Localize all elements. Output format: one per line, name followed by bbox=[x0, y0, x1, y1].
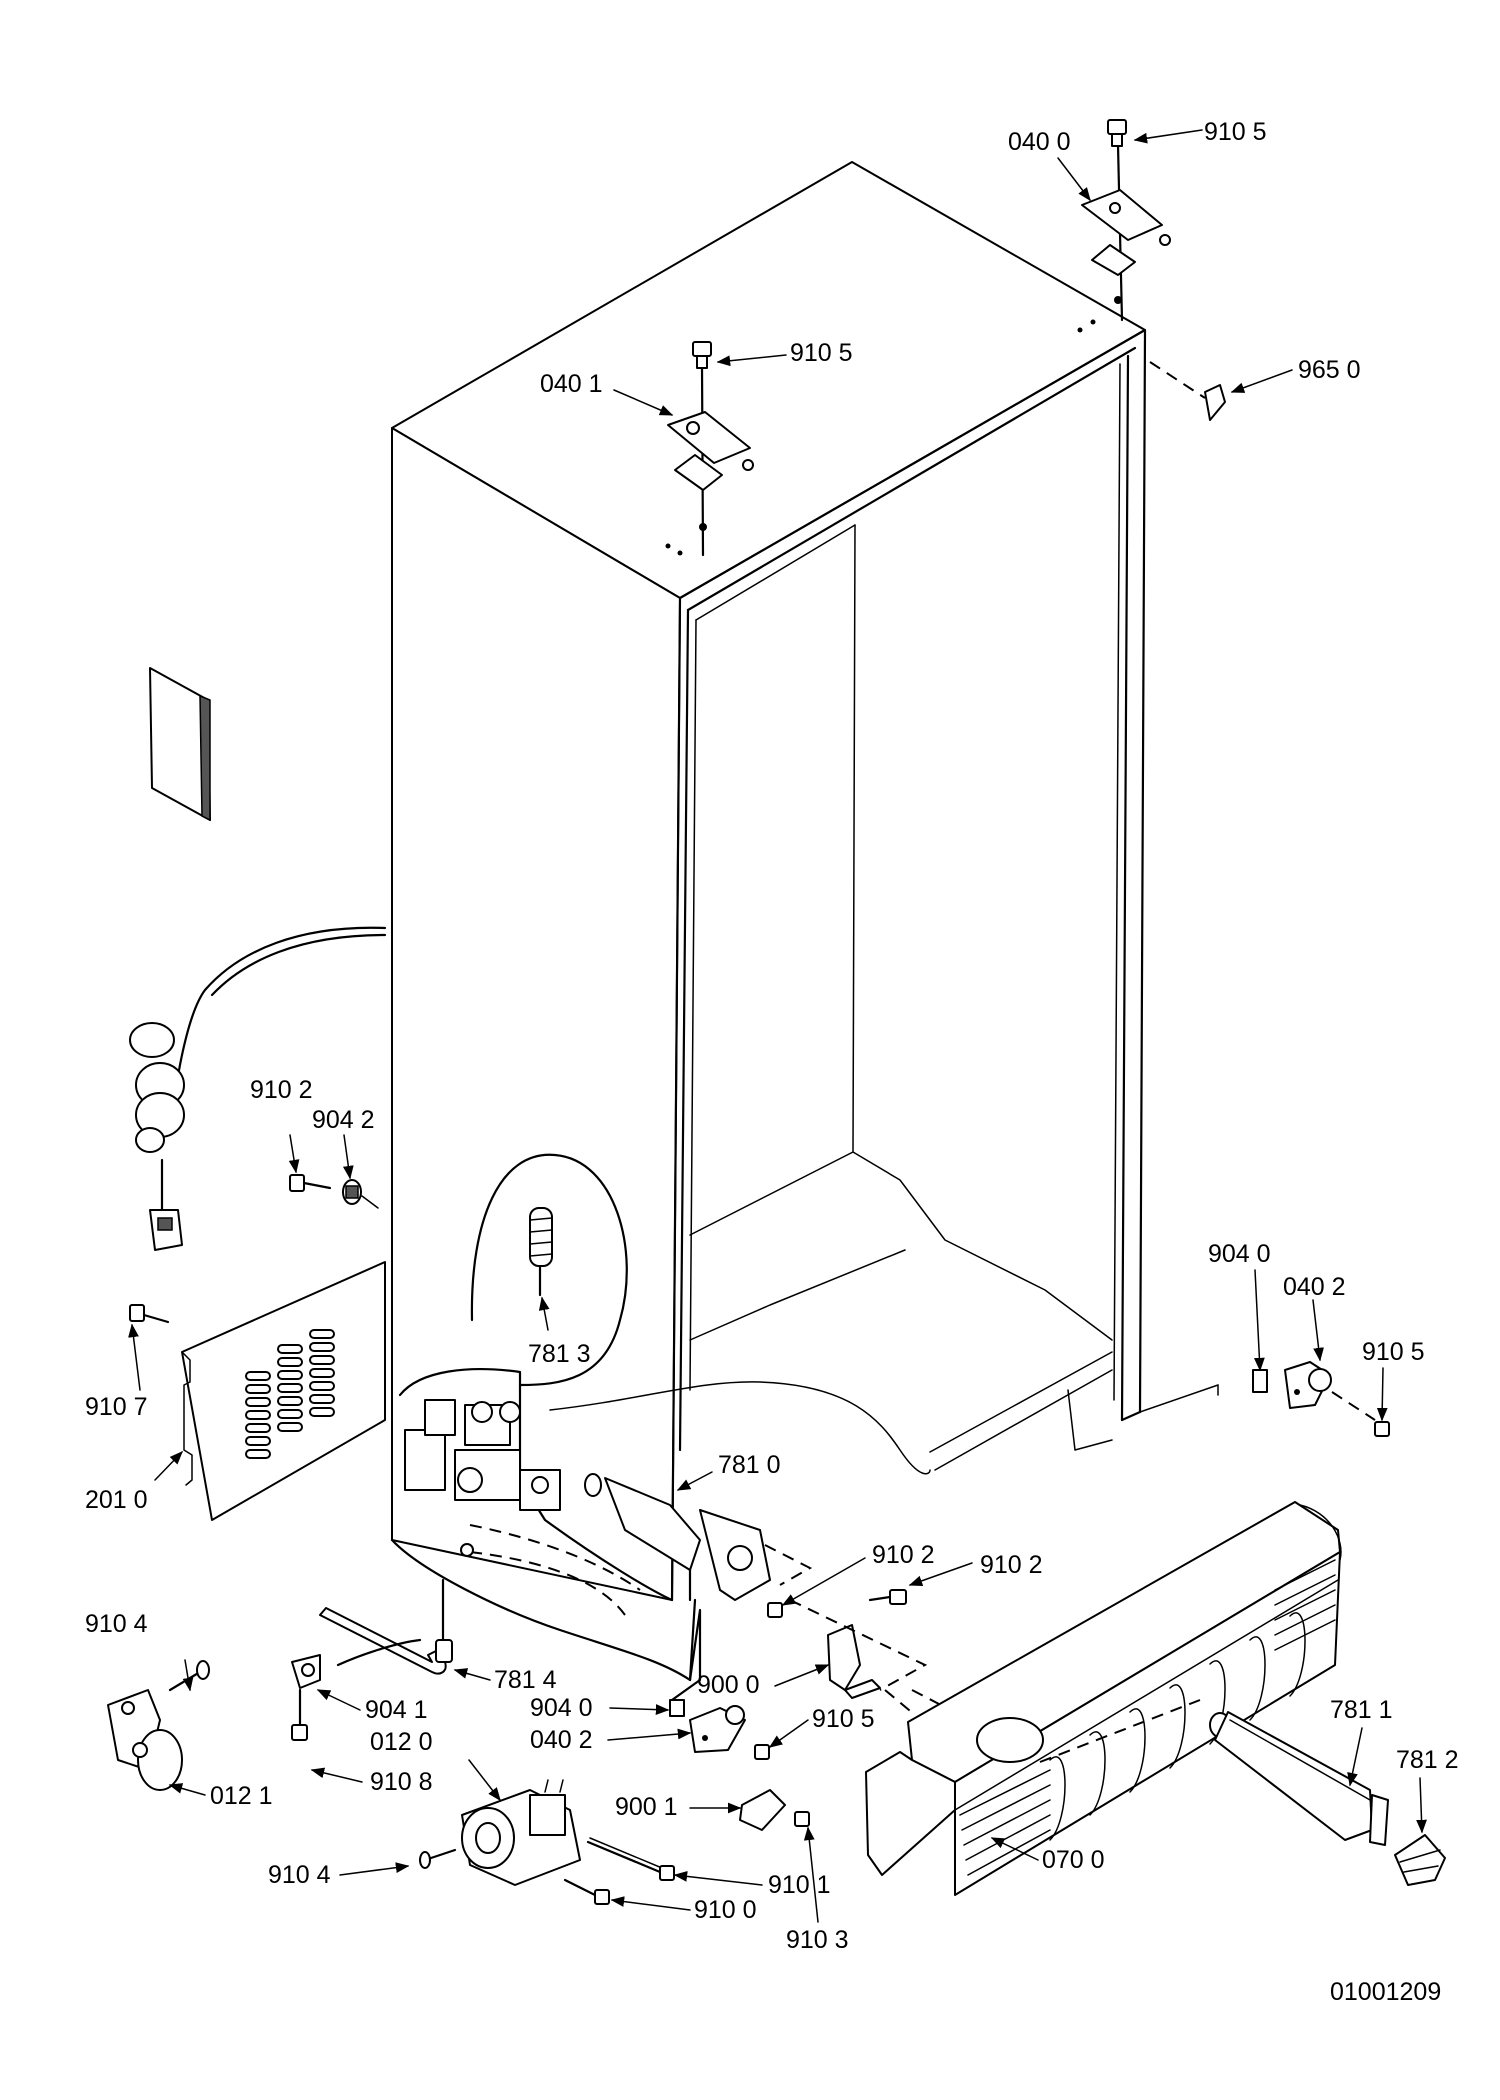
callout-904-1: 904 1 bbox=[365, 1696, 428, 1724]
screw-910-4-low bbox=[419, 1848, 457, 1869]
callout-965-0: 965 0 bbox=[1298, 356, 1361, 384]
bracket-900-0 bbox=[827, 1624, 881, 1699]
callout-781-3: 781 3 bbox=[528, 1340, 591, 1368]
callout-900-1: 900 1 bbox=[615, 1793, 678, 1821]
callout-labels: 040 0 910 5 910 5 040 1 965 0 910 2 904 … bbox=[85, 118, 1459, 2006]
water-valve-assembly bbox=[404, 1399, 561, 1511]
callout-910-8: 910 8 bbox=[370, 1768, 433, 1796]
toe-grille bbox=[865, 1501, 1342, 1896]
screw-910-2-a bbox=[767, 1602, 783, 1618]
grille-slats bbox=[959, 1559, 1336, 1876]
bottom-hinge-low bbox=[669, 1699, 770, 1760]
callout-012-0: 012 0 bbox=[370, 1728, 433, 1756]
screw-910-2-b bbox=[868, 1589, 907, 1605]
water-filter-cartridge bbox=[1209, 1711, 1389, 1846]
callout-910-4-top: 910 4 bbox=[85, 1610, 148, 1638]
compressor-relay-012-1 bbox=[107, 1689, 183, 1791]
compressor-relay-012-0 bbox=[461, 1779, 581, 1886]
callout-910-7: 910 7 bbox=[85, 1393, 148, 1421]
screw-910-1 bbox=[586, 1837, 675, 1881]
side-cutaway bbox=[470, 1153, 628, 1387]
screw-910-0 bbox=[563, 1878, 610, 1905]
callout-781-4: 781 4 bbox=[494, 1666, 557, 1694]
clamp-904-1 bbox=[291, 1654, 321, 1689]
screw-910-8 bbox=[291, 1688, 308, 1741]
refrigerator-cabinet bbox=[391, 161, 1147, 1602]
hinge-screw-top bbox=[1107, 119, 1127, 147]
callout-910-1: 910 1 bbox=[768, 1871, 831, 1899]
bottom-hinge-right bbox=[1139, 1361, 1390, 1437]
callout-900-0: 900 0 bbox=[697, 1671, 760, 1699]
hinge-screw-middle bbox=[692, 341, 712, 369]
water-tube-coil bbox=[529, 1207, 553, 1297]
callout-910-2-b: 910 2 bbox=[980, 1551, 1043, 1579]
document-number: 01001209 bbox=[1330, 1978, 1441, 2006]
alignment-lines bbox=[764, 1544, 971, 1721]
top-hinge-right bbox=[1081, 119, 1171, 322]
callout-040-2-right: 040 2 bbox=[1283, 1273, 1346, 1301]
callout-910-3: 910 3 bbox=[786, 1926, 849, 1954]
callout-910-5-low: 910 5 bbox=[812, 1705, 875, 1733]
callout-910-2-left: 910 2 bbox=[250, 1076, 313, 1104]
callout-904-2: 904 2 bbox=[312, 1106, 375, 1134]
callout-781-2: 781 2 bbox=[1396, 1746, 1459, 1774]
rear-access-cover bbox=[181, 1261, 386, 1521]
callout-904-0-low: 904 0 bbox=[530, 1694, 593, 1722]
cover-vents bbox=[245, 1329, 335, 1459]
callout-012-1: 012 1 bbox=[210, 1782, 273, 1810]
filter-cap bbox=[1394, 1834, 1446, 1886]
callout-201-0: 201 0 bbox=[85, 1486, 148, 1514]
clip-904-2 bbox=[342, 1179, 379, 1209]
callout-070-0: 070 0 bbox=[1042, 1846, 1105, 1874]
callout-910-2-a: 910 2 bbox=[872, 1541, 935, 1569]
callout-910-4-low: 910 4 bbox=[268, 1861, 331, 1889]
water-tube-781-4 bbox=[319, 1578, 453, 1675]
callout-040-0: 040 0 bbox=[1008, 128, 1071, 156]
callout-781-1: 781 1 bbox=[1330, 1696, 1393, 1724]
clip-900-1 bbox=[739, 1789, 810, 1831]
callout-910-5-top: 910 5 bbox=[1204, 118, 1267, 146]
callout-040-2-low: 040 2 bbox=[530, 1726, 593, 1754]
literature-card bbox=[149, 667, 211, 822]
callout-040-1: 040 1 bbox=[540, 370, 603, 398]
callout-781-0: 781 0 bbox=[718, 1451, 781, 1479]
screw-910-2-left bbox=[289, 1174, 332, 1192]
callout-910-0: 910 0 bbox=[694, 1896, 757, 1924]
callout-904-0-right: 904 0 bbox=[1208, 1240, 1271, 1268]
top-hinge-middle bbox=[667, 341, 754, 557]
screw-910-7 bbox=[129, 1304, 170, 1324]
callout-910-5-right: 910 5 bbox=[1362, 1338, 1425, 1366]
leader-lines bbox=[128, 129, 1427, 1923]
power-cord bbox=[129, 926, 387, 1251]
water-filter-housing bbox=[584, 1473, 771, 1602]
hinge-cover-right bbox=[1149, 361, 1226, 421]
tubing-dashed bbox=[460, 1524, 641, 1616]
callout-910-5-middle: 910 5 bbox=[790, 339, 853, 367]
